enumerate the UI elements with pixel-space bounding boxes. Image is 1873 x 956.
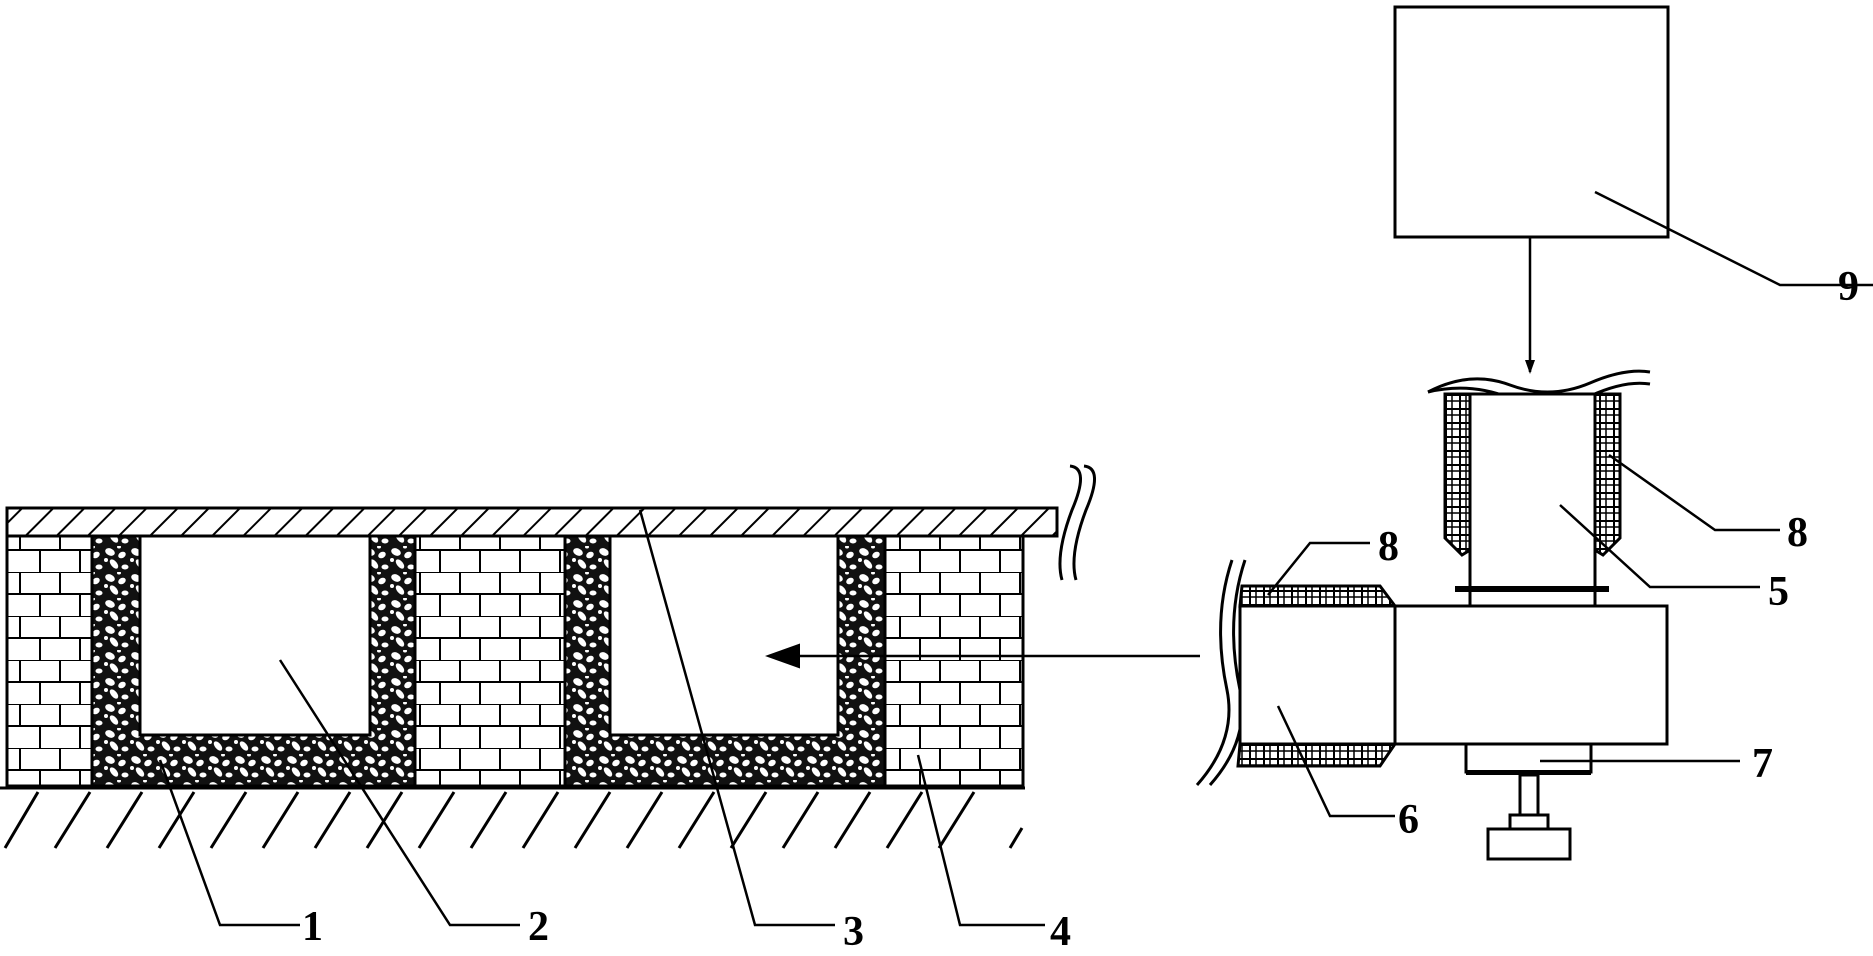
label-7: 7: [1752, 741, 1773, 787]
flange-plate: [1455, 586, 1609, 592]
motor-base: [1464, 742, 1593, 774]
top-slab: [5, 506, 1059, 538]
insulation-left: [1443, 392, 1472, 557]
brick-wall-1: [5, 534, 94, 788]
support-collar: [1508, 813, 1550, 831]
label-8-right: 8: [1787, 510, 1808, 556]
brick-wall-3: [883, 534, 1025, 788]
blower-apparatus: [1195, 5, 1670, 861]
vertical-duct-break: [1427, 369, 1651, 394]
brick-wall-2: [413, 534, 567, 788]
fan-housing: [1393, 604, 1669, 746]
label-3: 3: [843, 909, 864, 955]
leader-8a: [1608, 453, 1780, 532]
leader-lines: [158, 190, 1873, 927]
leader-3: [638, 509, 835, 927]
support-foot: [1486, 827, 1572, 861]
leader-9: [1594, 190, 1873, 287]
leader-4: [916, 754, 1045, 927]
support-shaft: [1518, 773, 1540, 817]
label-2: 2: [528, 904, 549, 950]
ground-hatching: [3, 791, 1024, 849]
label-9: 9: [1838, 264, 1859, 310]
horizontal-duct: [1238, 604, 1397, 746]
duct-cavity-2: [608, 534, 840, 737]
masonry-structure: [0, 464, 1096, 849]
leader-5: [1559, 504, 1760, 589]
insulation-right: [1593, 392, 1622, 557]
label-5: 5: [1768, 569, 1789, 615]
leader-1: [158, 759, 300, 927]
insulation-top: [1238, 584, 1398, 608]
control-box: [1393, 5, 1670, 239]
label-1: 1: [302, 904, 323, 950]
leader-8b: [1267, 541, 1370, 596]
leader-2: [278, 659, 520, 927]
label-8-left: 8: [1378, 524, 1399, 570]
leader-6: [1276, 705, 1395, 818]
insulation-bottom: [1236, 742, 1398, 768]
vertical-duct: [1468, 392, 1597, 608]
label-6: 6: [1398, 797, 1419, 843]
slab-break-line: [1058, 464, 1082, 581]
duct-cavity-1: [138, 534, 372, 737]
label-4: 4: [1050, 909, 1071, 955]
